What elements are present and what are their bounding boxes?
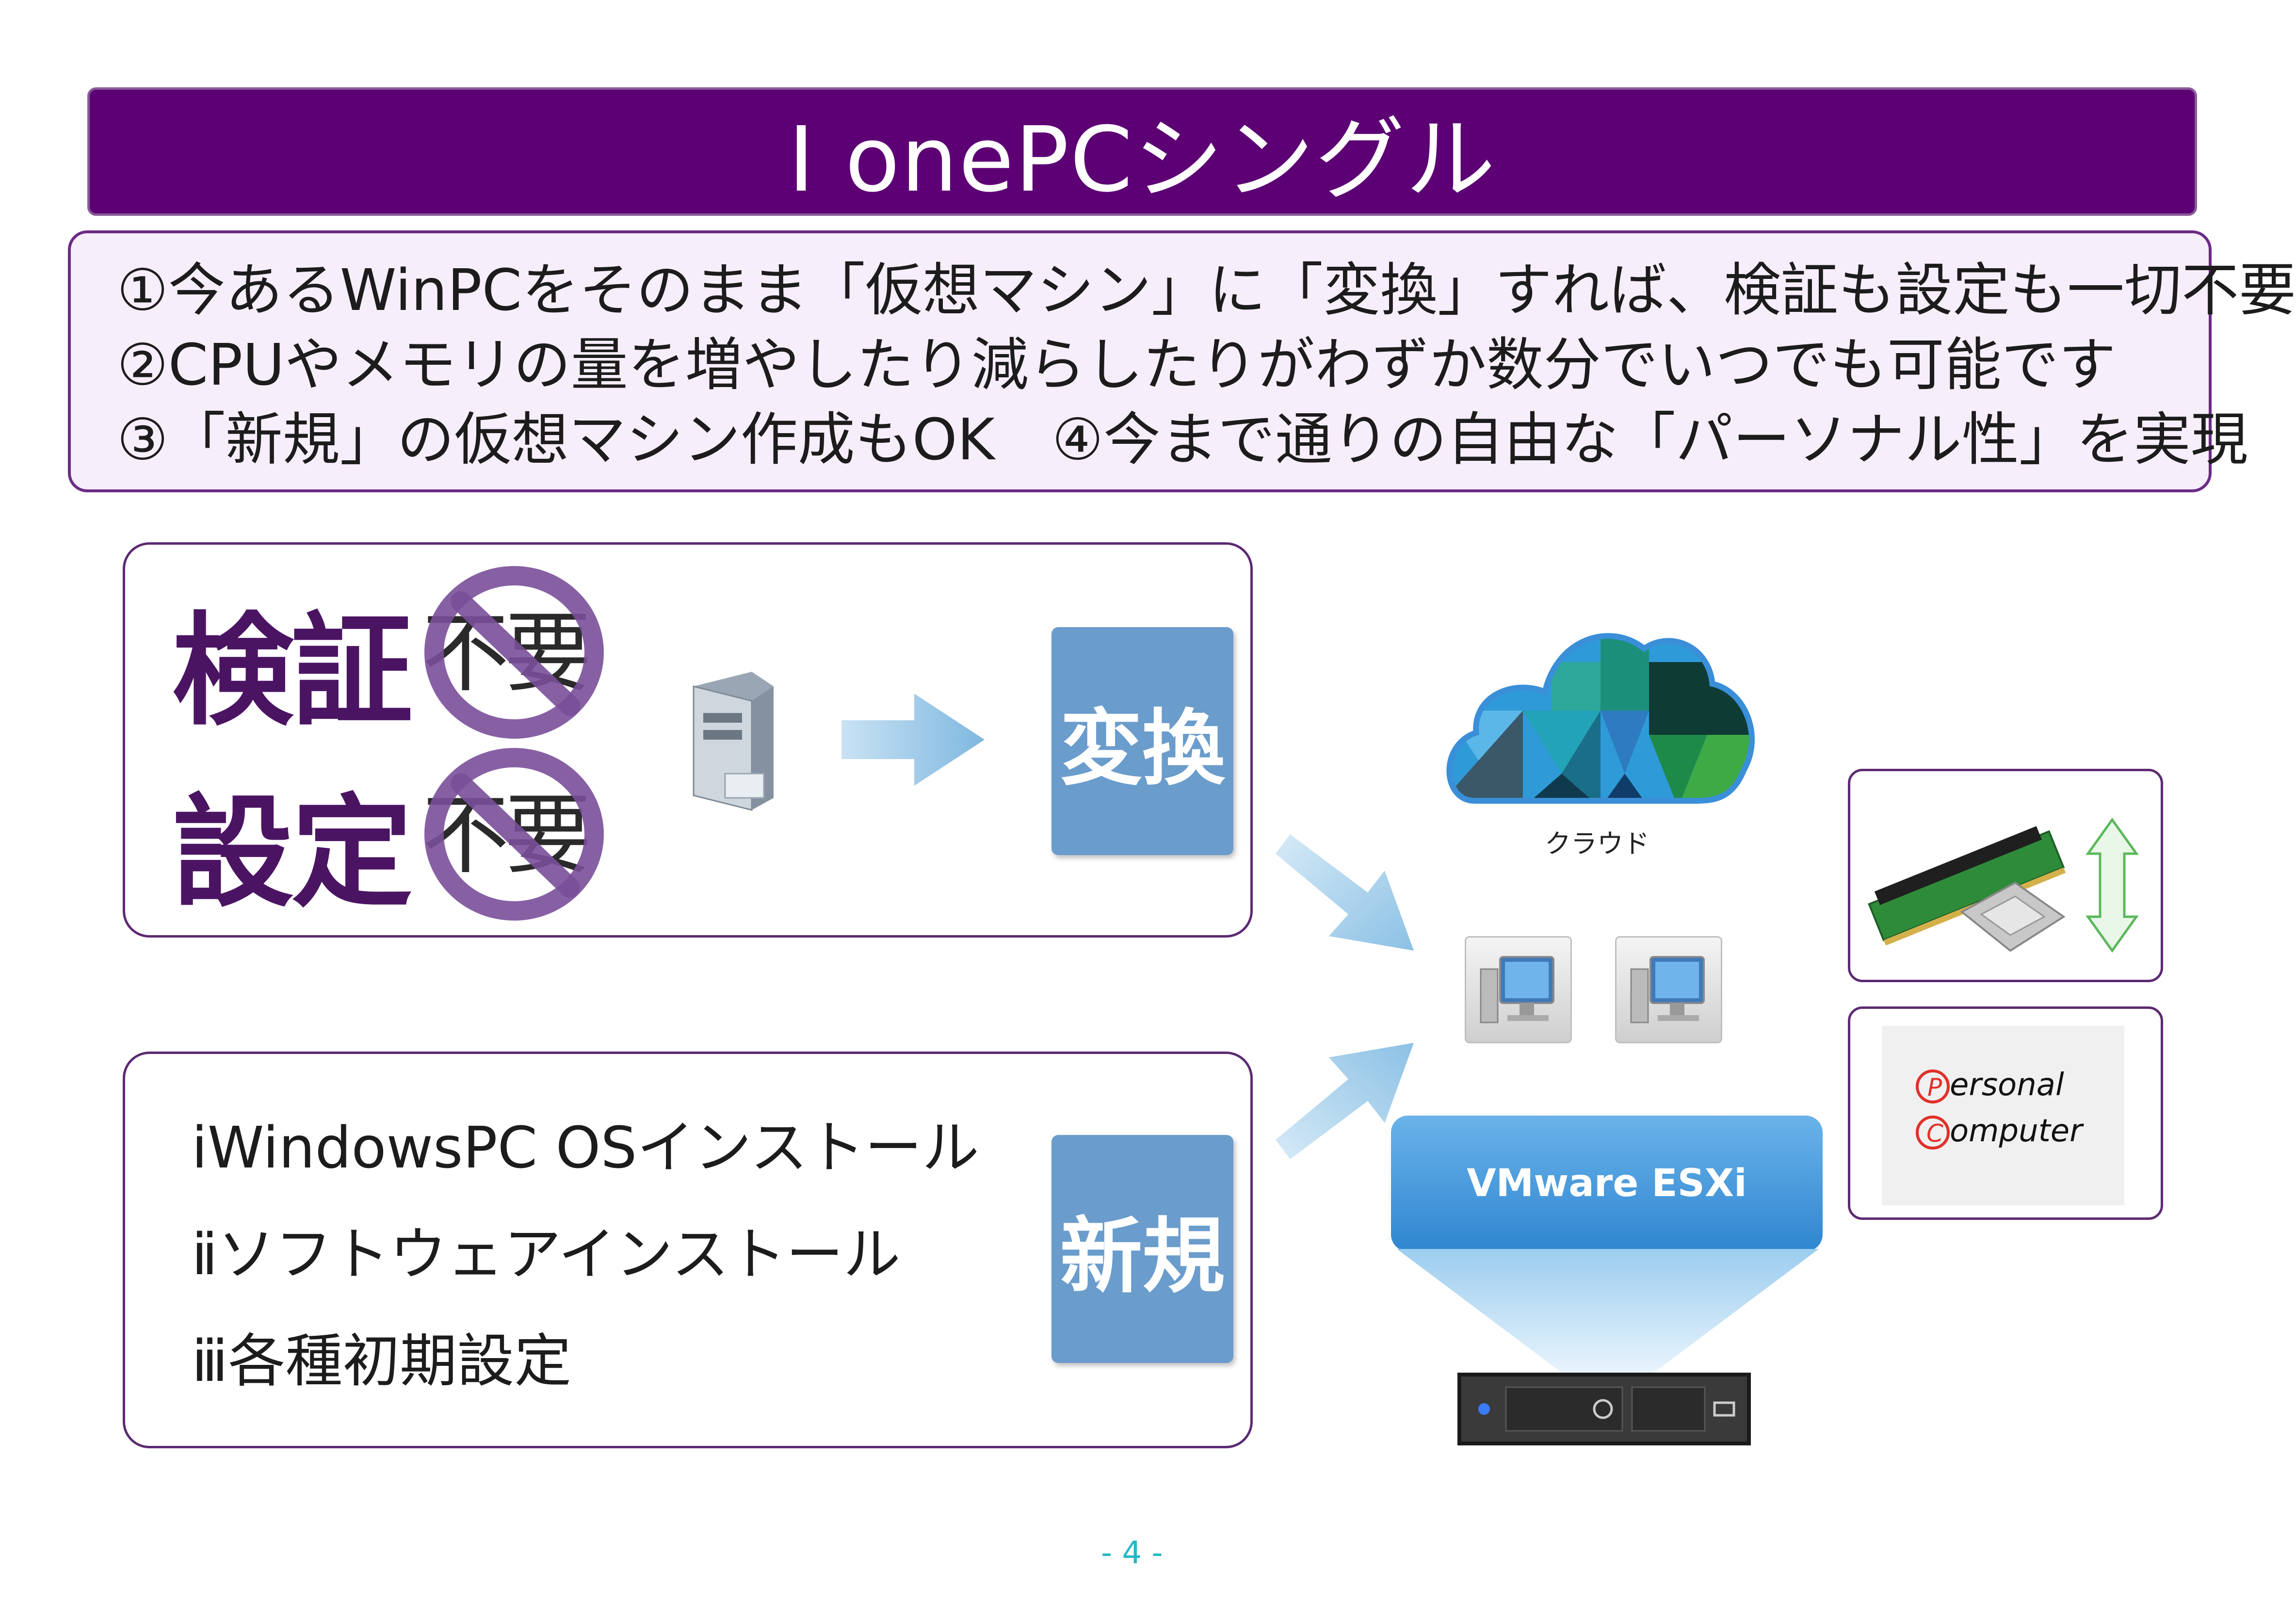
summary-box: ①今あるWinPCをそのまま「仮想マシン」に「変換」すれば、検証も設定も一切不要… xyxy=(68,230,2296,492)
page-title: Ⅰ onePCシングル xyxy=(788,107,1497,212)
cloud-icon xyxy=(1446,633,1755,804)
arrow-up-right-icon xyxy=(1276,1043,1414,1159)
personal-word: ersonal xyxy=(1950,1067,2064,1103)
personal-computer-logo: P ersonal C omputer xyxy=(1882,1026,2124,1205)
list-item-initial-settings: ⅲ各種初期設定 xyxy=(192,1328,572,1394)
computer-icon xyxy=(1480,956,1554,1023)
arrow-right-icon xyxy=(841,694,985,786)
prohibition-icon xyxy=(424,566,604,739)
list-item-os-install: ⅰWindowsPC OSインストール xyxy=(192,1114,980,1181)
summary-line-3: ③「新規」の仮想マシン作成もOK ④今まで通りの自由な「パーソナル性」を実現 xyxy=(117,406,2248,473)
cloud-label: クラウド xyxy=(1545,828,1649,859)
server-tower-icon xyxy=(693,672,774,811)
new-box: 新規 xyxy=(1051,1135,1233,1363)
computer-word: omputer xyxy=(1950,1113,2083,1149)
vmware-esxi-bar: VMware ESXi xyxy=(1391,1116,1823,1251)
arrow-down-right-icon xyxy=(1276,834,1414,951)
prohibition-icon xyxy=(424,748,604,921)
letter-circle-p: P xyxy=(1916,1069,1950,1103)
hardware-scaling-box xyxy=(1848,769,2163,982)
not-needed-stamp-1: 不要 xyxy=(417,563,621,739)
rack-server-icon xyxy=(1457,1373,1751,1445)
esxi-label: VMware ESXi xyxy=(1467,1162,1747,1205)
summary-line-1: ①今あるWinPCをそのまま「仮想マシン」に「変換」すれば、検証も設定も一切不要 xyxy=(117,257,2296,324)
funnel-shape xyxy=(1397,1249,1819,1373)
virtual-machine-1 xyxy=(1465,936,1572,1043)
title-bar: Ⅰ onePCシングル xyxy=(87,87,2197,216)
memory-cpu-icon xyxy=(1868,817,2139,953)
convert-box: 変換 xyxy=(1051,627,1233,855)
not-needed-stamp-2: 不要 xyxy=(417,745,621,921)
word-setting: 設定 xyxy=(172,782,413,924)
personal-computer-box: P ersonal C omputer xyxy=(1848,1006,2163,1220)
page-number: - 4 - xyxy=(1101,1535,1163,1571)
virtual-machine-2 xyxy=(1615,936,1722,1043)
letter-circle-c: C xyxy=(1916,1116,1950,1150)
letter-p: P xyxy=(1927,1073,1942,1102)
summary-line-2: ②CPUやメモリの量を増やしたり減らしたりがわずか数分でいつでも可能です xyxy=(117,331,2116,398)
computer-icon xyxy=(1630,956,1705,1023)
word-verification: 検証 xyxy=(172,600,413,742)
letter-c: C xyxy=(1926,1119,1943,1148)
list-item-software-install: ⅱソフトウェアインストール xyxy=(192,1221,901,1288)
